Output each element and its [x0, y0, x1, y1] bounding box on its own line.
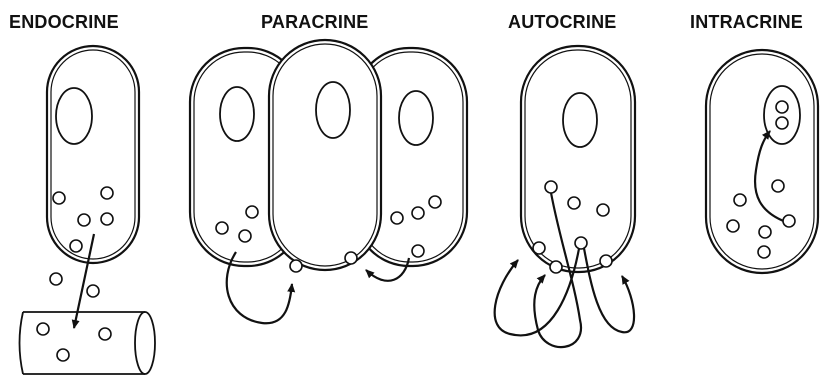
paracrine-panel	[190, 40, 467, 323]
intracrine-panel	[706, 50, 818, 273]
blood-vessel	[20, 312, 156, 374]
intracrine-nucleus	[764, 86, 800, 144]
intracrine-vesicles	[727, 101, 795, 258]
endocrine-cell	[47, 46, 139, 263]
paracrine-center-cell	[269, 40, 381, 270]
vessel-vesicles	[37, 323, 111, 361]
autocrine-panel	[495, 46, 635, 347]
autocrine-vesicles	[533, 181, 612, 273]
autocrine-nucleus	[563, 93, 597, 147]
intracrine-cell	[706, 50, 818, 273]
endocrine-panel	[20, 46, 156, 374]
endocrine-nucleus	[56, 88, 92, 144]
